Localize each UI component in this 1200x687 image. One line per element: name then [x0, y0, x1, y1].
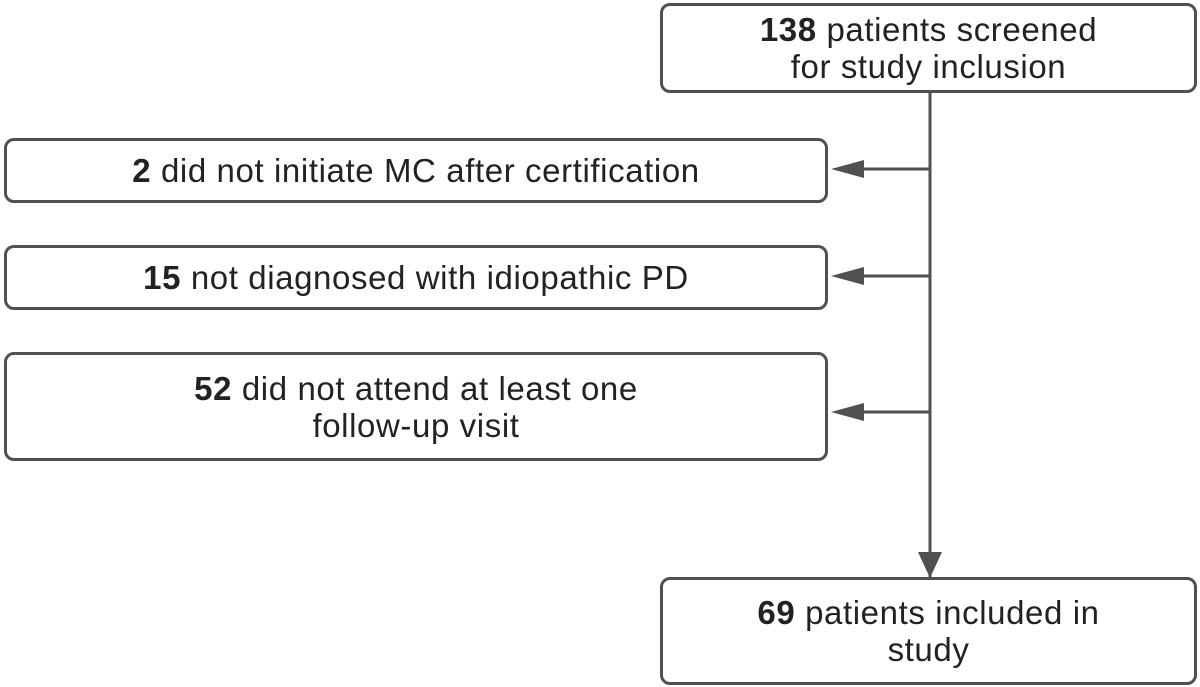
included-text-1: patients included in: [805, 594, 1100, 631]
exclusion-2-text: not diagnosed with idiopathic PD: [190, 259, 689, 296]
exclusion-2-count: 15: [143, 259, 182, 296]
exclusion-box-2: 15 not diagnosed with idiopathic PD: [4, 245, 828, 310]
screened-line-1: 138 patients screened: [760, 11, 1097, 48]
included-count: 69: [757, 594, 796, 631]
main-flow-arrowhead: [918, 552, 942, 578]
screened-text-1: patients screened: [826, 11, 1098, 48]
exclusion-arrowhead-1: [831, 160, 864, 178]
included-box: 69 patients included in study: [660, 577, 1197, 685]
screened-box: 138 patients screened for study inclusio…: [660, 3, 1197, 93]
exclusion-1-count: 2: [132, 152, 152, 189]
exclusion-arrowhead-3: [831, 403, 864, 421]
exclusion-box-3: 52 did not attend at least one follow-up…: [4, 352, 828, 461]
exclusion-arrowhead-2: [831, 267, 864, 285]
included-text-2: study: [887, 631, 970, 668]
screened-text-2: for study inclusion: [790, 48, 1067, 85]
included-line-1: 69 patients included in: [757, 594, 1099, 631]
exclusion-2-line-1: 15 not diagnosed with idiopathic PD: [143, 259, 689, 296]
exclusion-box-1: 2 did not initiate MC after certificatio…: [4, 138, 828, 203]
exclusion-3-line-1: 52 did not attend at least one: [194, 370, 638, 407]
screened-count: 138: [759, 11, 817, 48]
exclusion-3-count: 52: [194, 369, 233, 407]
exclusion-3-text-2: follow-up visit: [312, 406, 520, 444]
exclusion-3-text-1: did not attend at least one: [241, 369, 638, 407]
exclusion-1-line-1: 2 did not initiate MC after certificatio…: [132, 152, 700, 189]
exclusion-1-text: did not initiate MC after certification: [160, 152, 700, 189]
